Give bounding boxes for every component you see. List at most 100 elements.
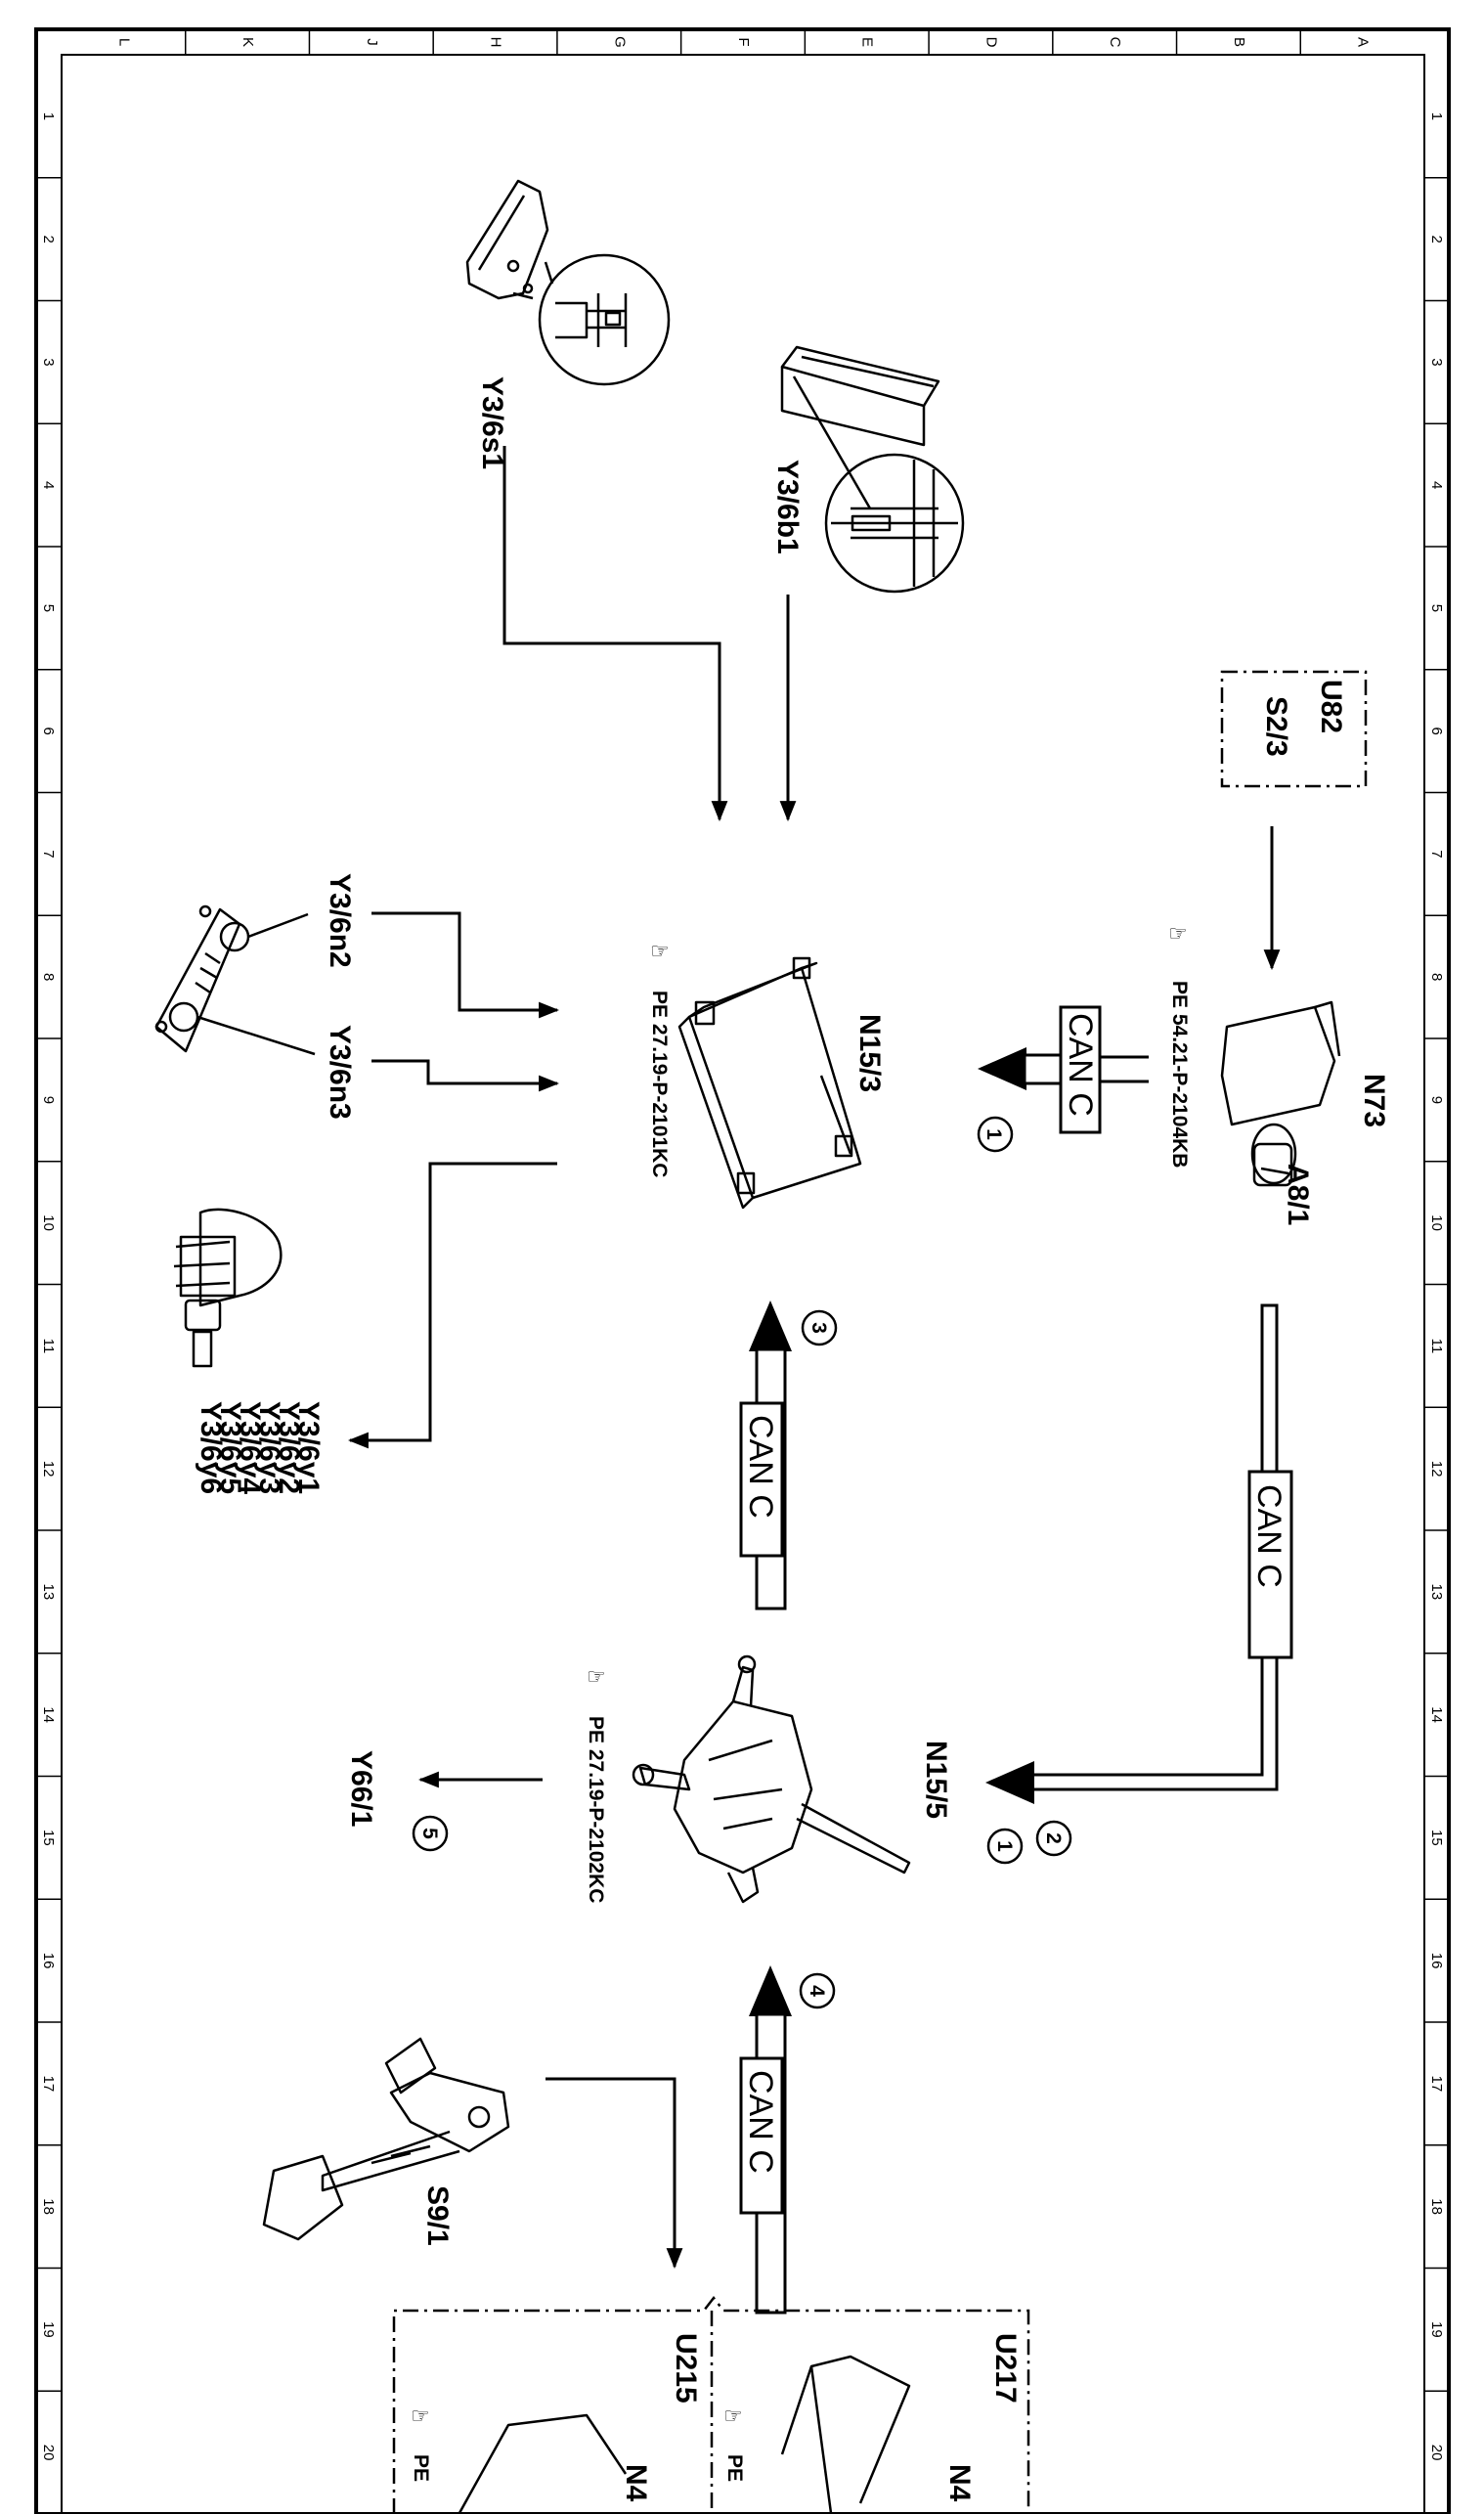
grid-row-7-left: 7 xyxy=(40,850,57,858)
y3-6s1-sensor xyxy=(465,179,671,386)
label-n4-b: N4 xyxy=(620,2464,652,2502)
grid-col-g: G xyxy=(611,36,628,48)
grid-row-19-right: 19 xyxy=(1428,2321,1445,2338)
label-y3-6y1: Y3/6y1 xyxy=(292,1401,325,1494)
grid-row-3-right: 3 xyxy=(1428,358,1445,366)
grid-row-16-right: 16 xyxy=(1428,1953,1445,1969)
grid-row-12-left: 12 xyxy=(40,1461,57,1478)
pe-reference-u215: PE xyxy=(410,2454,432,2482)
grid-row-6-left: 6 xyxy=(40,727,57,734)
reference-hand-icon: ☞ xyxy=(723,2404,743,2428)
can-c-label-2: CAN C xyxy=(1250,1484,1288,1588)
grid-col-e: E xyxy=(859,37,876,47)
grid-row-5-left: 5 xyxy=(40,604,57,612)
callout-3: 3 xyxy=(801,1309,838,1346)
pe-ref-n73: ☞ PE 54.21-P-2104KB xyxy=(1168,921,1191,1168)
label-n15-5: N15/5 xyxy=(920,1741,952,1819)
label-y3-6y3: Y3/6y3 xyxy=(253,1401,285,1494)
callout-1-bottom: 1 xyxy=(986,1828,1024,1865)
label-u217: U217 xyxy=(989,2333,1022,2404)
grid-row-14-right: 14 xyxy=(1428,1706,1445,1723)
grid-row-1-left: 1 xyxy=(40,112,57,120)
grid-row-13-left: 13 xyxy=(40,1584,57,1601)
grid-row-10-left: 10 xyxy=(40,1214,57,1231)
grid-col-f: F xyxy=(735,37,752,46)
grid-col-c: C xyxy=(1107,37,1123,48)
grid-col-k: K xyxy=(240,37,256,47)
grid-row-15-left: 15 xyxy=(40,1830,57,1846)
can-c-bus-bottom-n15-5 xyxy=(739,1965,792,2315)
label-u215: U215 xyxy=(670,2333,702,2404)
grid-row-5-right: 5 xyxy=(1428,604,1445,612)
svg-text:4: 4 xyxy=(806,1985,828,1997)
grid-col-b: B xyxy=(1231,37,1247,47)
grid-row-9-right: 9 xyxy=(1428,1096,1445,1104)
grid-row-13-right: 13 xyxy=(1428,1584,1445,1601)
n73-ignition-switch xyxy=(1220,1000,1341,1187)
svg-text:1: 1 xyxy=(982,1128,1005,1140)
grid-row-20-right: 20 xyxy=(1428,2445,1445,2461)
s9-1-brake-pedal xyxy=(262,2037,510,2241)
can-c-bus-to-n15-5 xyxy=(985,1303,1293,1804)
svg-text:1: 1 xyxy=(993,1840,1016,1852)
grid-row-9-left: 9 xyxy=(40,1096,57,1104)
grid-col-j: J xyxy=(364,38,380,46)
label-y3-6b1: Y3/6b1 xyxy=(771,460,804,554)
reference-hand-icon: ☞ xyxy=(587,1664,606,1689)
grid-row-12-right: 12 xyxy=(1428,1461,1445,1478)
can-c-label-3: CAN C xyxy=(742,1415,779,1519)
y3-6n2-n3-speed-sensors xyxy=(154,904,316,1056)
grid-row-7-right: 7 xyxy=(1428,850,1445,858)
y3-6y-solenoid-valves xyxy=(173,1208,283,1368)
pe-reference-n15-3: PE 27.19-P-2101KC xyxy=(648,991,671,1177)
label-n15-3: N15/3 xyxy=(853,1014,886,1092)
n15-3-control-unit xyxy=(677,956,862,1210)
grid-row-17-right: 17 xyxy=(1428,2076,1445,2093)
can-c-bus-n73-n15-3 xyxy=(978,1005,1149,1134)
can-c-label-4: CAN C xyxy=(742,2070,779,2174)
label-s9-1: S9/1 xyxy=(421,2185,454,2246)
label-u82: U82 xyxy=(1315,680,1347,733)
grid-row-19-left: 19 xyxy=(40,2321,57,2338)
drawing-border xyxy=(34,27,1451,2514)
callout-2: 2 xyxy=(1035,1820,1072,1857)
grid-row-3-left: 3 xyxy=(40,358,57,366)
label-a8-1: A8/1 xyxy=(1282,1164,1314,1225)
grid-col-a: A xyxy=(1355,37,1372,47)
label-y3-6y2: Y3/6y2 xyxy=(273,1401,305,1494)
label-y3-6y5: Y3/6y5 xyxy=(214,1401,246,1494)
pe-ref-n15-3: ☞ PE 27.19-P-2101KC xyxy=(648,939,671,1177)
label-y66-1: Y66/1 xyxy=(345,1750,377,1827)
n15-5-selector-module xyxy=(632,1654,911,1904)
can-c-label-1: CAN C xyxy=(1062,1013,1099,1117)
can-c-bus-n15-5-n15-3 xyxy=(739,1301,792,1610)
grid-row-10-right: 10 xyxy=(1428,1214,1445,1231)
y3-6b1-sensor xyxy=(780,345,965,594)
grid-row-2-right: 2 xyxy=(1428,235,1445,243)
grid-row-11-left: 11 xyxy=(40,1339,57,1354)
grid-row-1-right: 1 xyxy=(1428,112,1445,120)
grid-row-14-left: 14 xyxy=(40,1706,57,1723)
pe-reference-u217: PE xyxy=(723,2454,746,2482)
label-s2-3: S2/3 xyxy=(1260,696,1292,757)
grid-row-4-right: 4 xyxy=(1428,481,1445,489)
svg-text:3: 3 xyxy=(807,1322,830,1334)
u82-option-box xyxy=(1220,670,1368,788)
pe-reference-n15-5: PE 27.19-P-2102KC xyxy=(585,1716,607,1903)
label-y3-6n3: Y3/6n3 xyxy=(324,1025,356,1120)
grid-row-2-left: 2 xyxy=(40,235,57,243)
label-y3-6y4: Y3/6y4 xyxy=(234,1401,266,1494)
u215-u217-option-boxes: ☞ ☞ xyxy=(392,2295,1030,2514)
label-y3-6y6: Y3/6y6 xyxy=(195,1401,227,1494)
grid-row-11-right: 11 xyxy=(1428,1339,1445,1354)
label-n4-a: N4 xyxy=(943,2464,976,2502)
label-y3-6n2: Y3/6n2 xyxy=(324,873,356,968)
grid-row-8-left: 8 xyxy=(40,973,57,981)
reference-hand-icon: ☞ xyxy=(650,939,670,963)
grid-row-16-left: 16 xyxy=(40,1953,57,1969)
pe-reference-n73: PE 54.21-P-2104KB xyxy=(1168,981,1191,1168)
grid-row-17-left: 17 xyxy=(40,2076,57,2093)
